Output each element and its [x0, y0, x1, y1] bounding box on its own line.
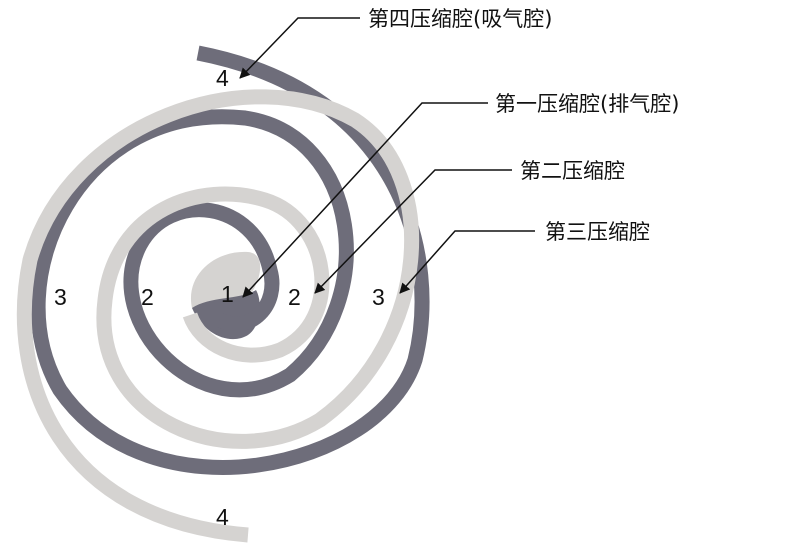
label-second-chamber: 第二压缩腔 — [520, 159, 625, 183]
chamber-number-center1: 1 — [221, 281, 234, 307]
chamber-number-top4: 4 — [216, 65, 229, 91]
chamber-number-right3: 3 — [372, 284, 385, 310]
leader-line-fourth — [239, 17, 360, 79]
orbiting-scroll-wrap — [16, 89, 420, 543]
label-third-chamber: 第三压缩腔 — [545, 220, 650, 244]
leader-line-first — [242, 102, 488, 298]
chamber-number-right2: 2 — [288, 284, 301, 310]
chamber-number-bottom4: 4 — [216, 504, 229, 530]
label-first-chamber: 第一压缩腔(排气腔) — [495, 92, 679, 116]
label-fourth-chamber: 第四压缩腔(吸气腔) — [368, 7, 552, 31]
chamber-number-left3: 3 — [54, 284, 67, 310]
chamber-number-left2: 2 — [141, 284, 154, 310]
leader-line-second — [314, 169, 512, 294]
leader-line-third — [399, 230, 535, 294]
fixed-scroll-wrap — [30, 45, 430, 475]
